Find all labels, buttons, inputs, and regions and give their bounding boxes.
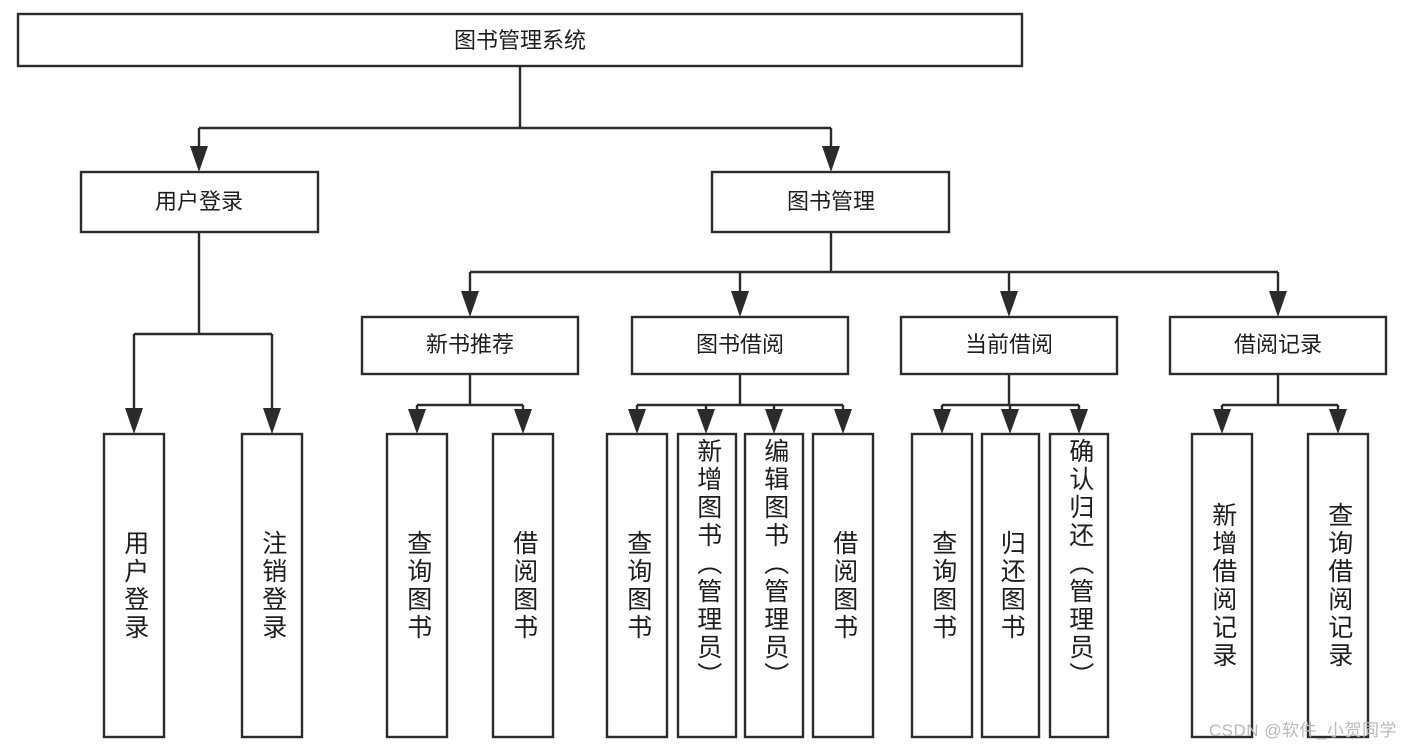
arrowhead-bb-edit-book xyxy=(765,409,783,434)
connector-group-borrow-record xyxy=(1213,374,1347,434)
leaf-cb-confirm-return[interactable] xyxy=(1048,432,1110,739)
leaf-cb-query-book[interactable] xyxy=(910,432,974,739)
leaf-nbr-query-book[interactable] xyxy=(385,432,449,739)
leaf-bb-edit-book[interactable] xyxy=(743,432,805,739)
node-root-label: 图书管理系统 xyxy=(454,28,586,53)
leaf-nbr-borrow-book[interactable] xyxy=(491,432,555,739)
leaf-br-query-record[interactable] xyxy=(1306,432,1370,739)
leaf-user-login-query[interactable] xyxy=(102,432,166,739)
leaf-bb-borrow-book[interactable] xyxy=(811,432,875,739)
arrowhead-new-book-recommend xyxy=(461,291,479,317)
arrowhead-book-manage xyxy=(822,146,840,172)
node-new-book-recommend-label: 新书推荐 xyxy=(426,332,514,357)
node-root[interactable] xyxy=(16,12,1024,68)
arrowhead-cb-return-book xyxy=(1001,409,1019,434)
node-borrow-record-label: 借阅记录 xyxy=(1234,332,1322,357)
arrowhead-br-query-record xyxy=(1329,409,1347,434)
node-borrow-record[interactable] xyxy=(1168,315,1388,376)
node-book-manage[interactable] xyxy=(710,170,951,234)
arrowhead-cb-confirm-return xyxy=(1070,409,1088,434)
leaf-bb-add-book[interactable] xyxy=(676,432,738,739)
node-book-manage-label: 图书管理 xyxy=(787,189,875,214)
node-book-borrow[interactable] xyxy=(630,315,850,376)
node-current-borrow-label: 当前借阅 xyxy=(965,332,1053,357)
node-user-login-label: 用户登录 xyxy=(155,189,243,214)
connector-group-user-login xyxy=(125,232,281,434)
connector-group-new-book-recommend xyxy=(408,374,532,434)
arrowhead-borrow-record xyxy=(1269,291,1287,317)
node-book-borrow-label: 图书借阅 xyxy=(696,332,784,357)
node-new-book-recommend[interactable] xyxy=(360,315,580,376)
arrowhead-nbr-borrow-book xyxy=(514,409,532,434)
arrowhead-bb-add-book xyxy=(697,409,715,434)
arrowhead-bb-borrow-book xyxy=(834,409,852,434)
connector-group-root xyxy=(190,66,840,172)
node-user-login[interactable] xyxy=(79,170,320,234)
arrowhead-nbr-query-book xyxy=(408,409,426,434)
leaf-bb-query-book[interactable] xyxy=(605,432,669,739)
arrowhead-current-borrow xyxy=(1000,291,1018,317)
arrowhead-leaf-logout xyxy=(263,408,281,434)
connector-group-book-borrow xyxy=(628,374,852,434)
node-current-borrow[interactable] xyxy=(899,315,1119,376)
arrowhead-book-borrow xyxy=(731,291,749,317)
leaf-br-add-record[interactable] xyxy=(1190,432,1254,739)
arrowhead-bb-query-book xyxy=(628,409,646,434)
arrowhead-user-login xyxy=(190,146,208,172)
connector-group-current-borrow xyxy=(933,374,1088,434)
leaf-cb-return-book[interactable] xyxy=(980,432,1041,739)
watermark-csdn: CSDN @软件_小贺同学 xyxy=(1208,721,1397,740)
arrowhead-cb-query-book xyxy=(933,409,951,434)
leaf-user-logout[interactable] xyxy=(240,432,304,739)
arrowhead-leaf-user-login xyxy=(125,408,143,434)
connector-group-book-manage xyxy=(461,232,1287,317)
arrowhead-br-add-record xyxy=(1213,409,1231,434)
